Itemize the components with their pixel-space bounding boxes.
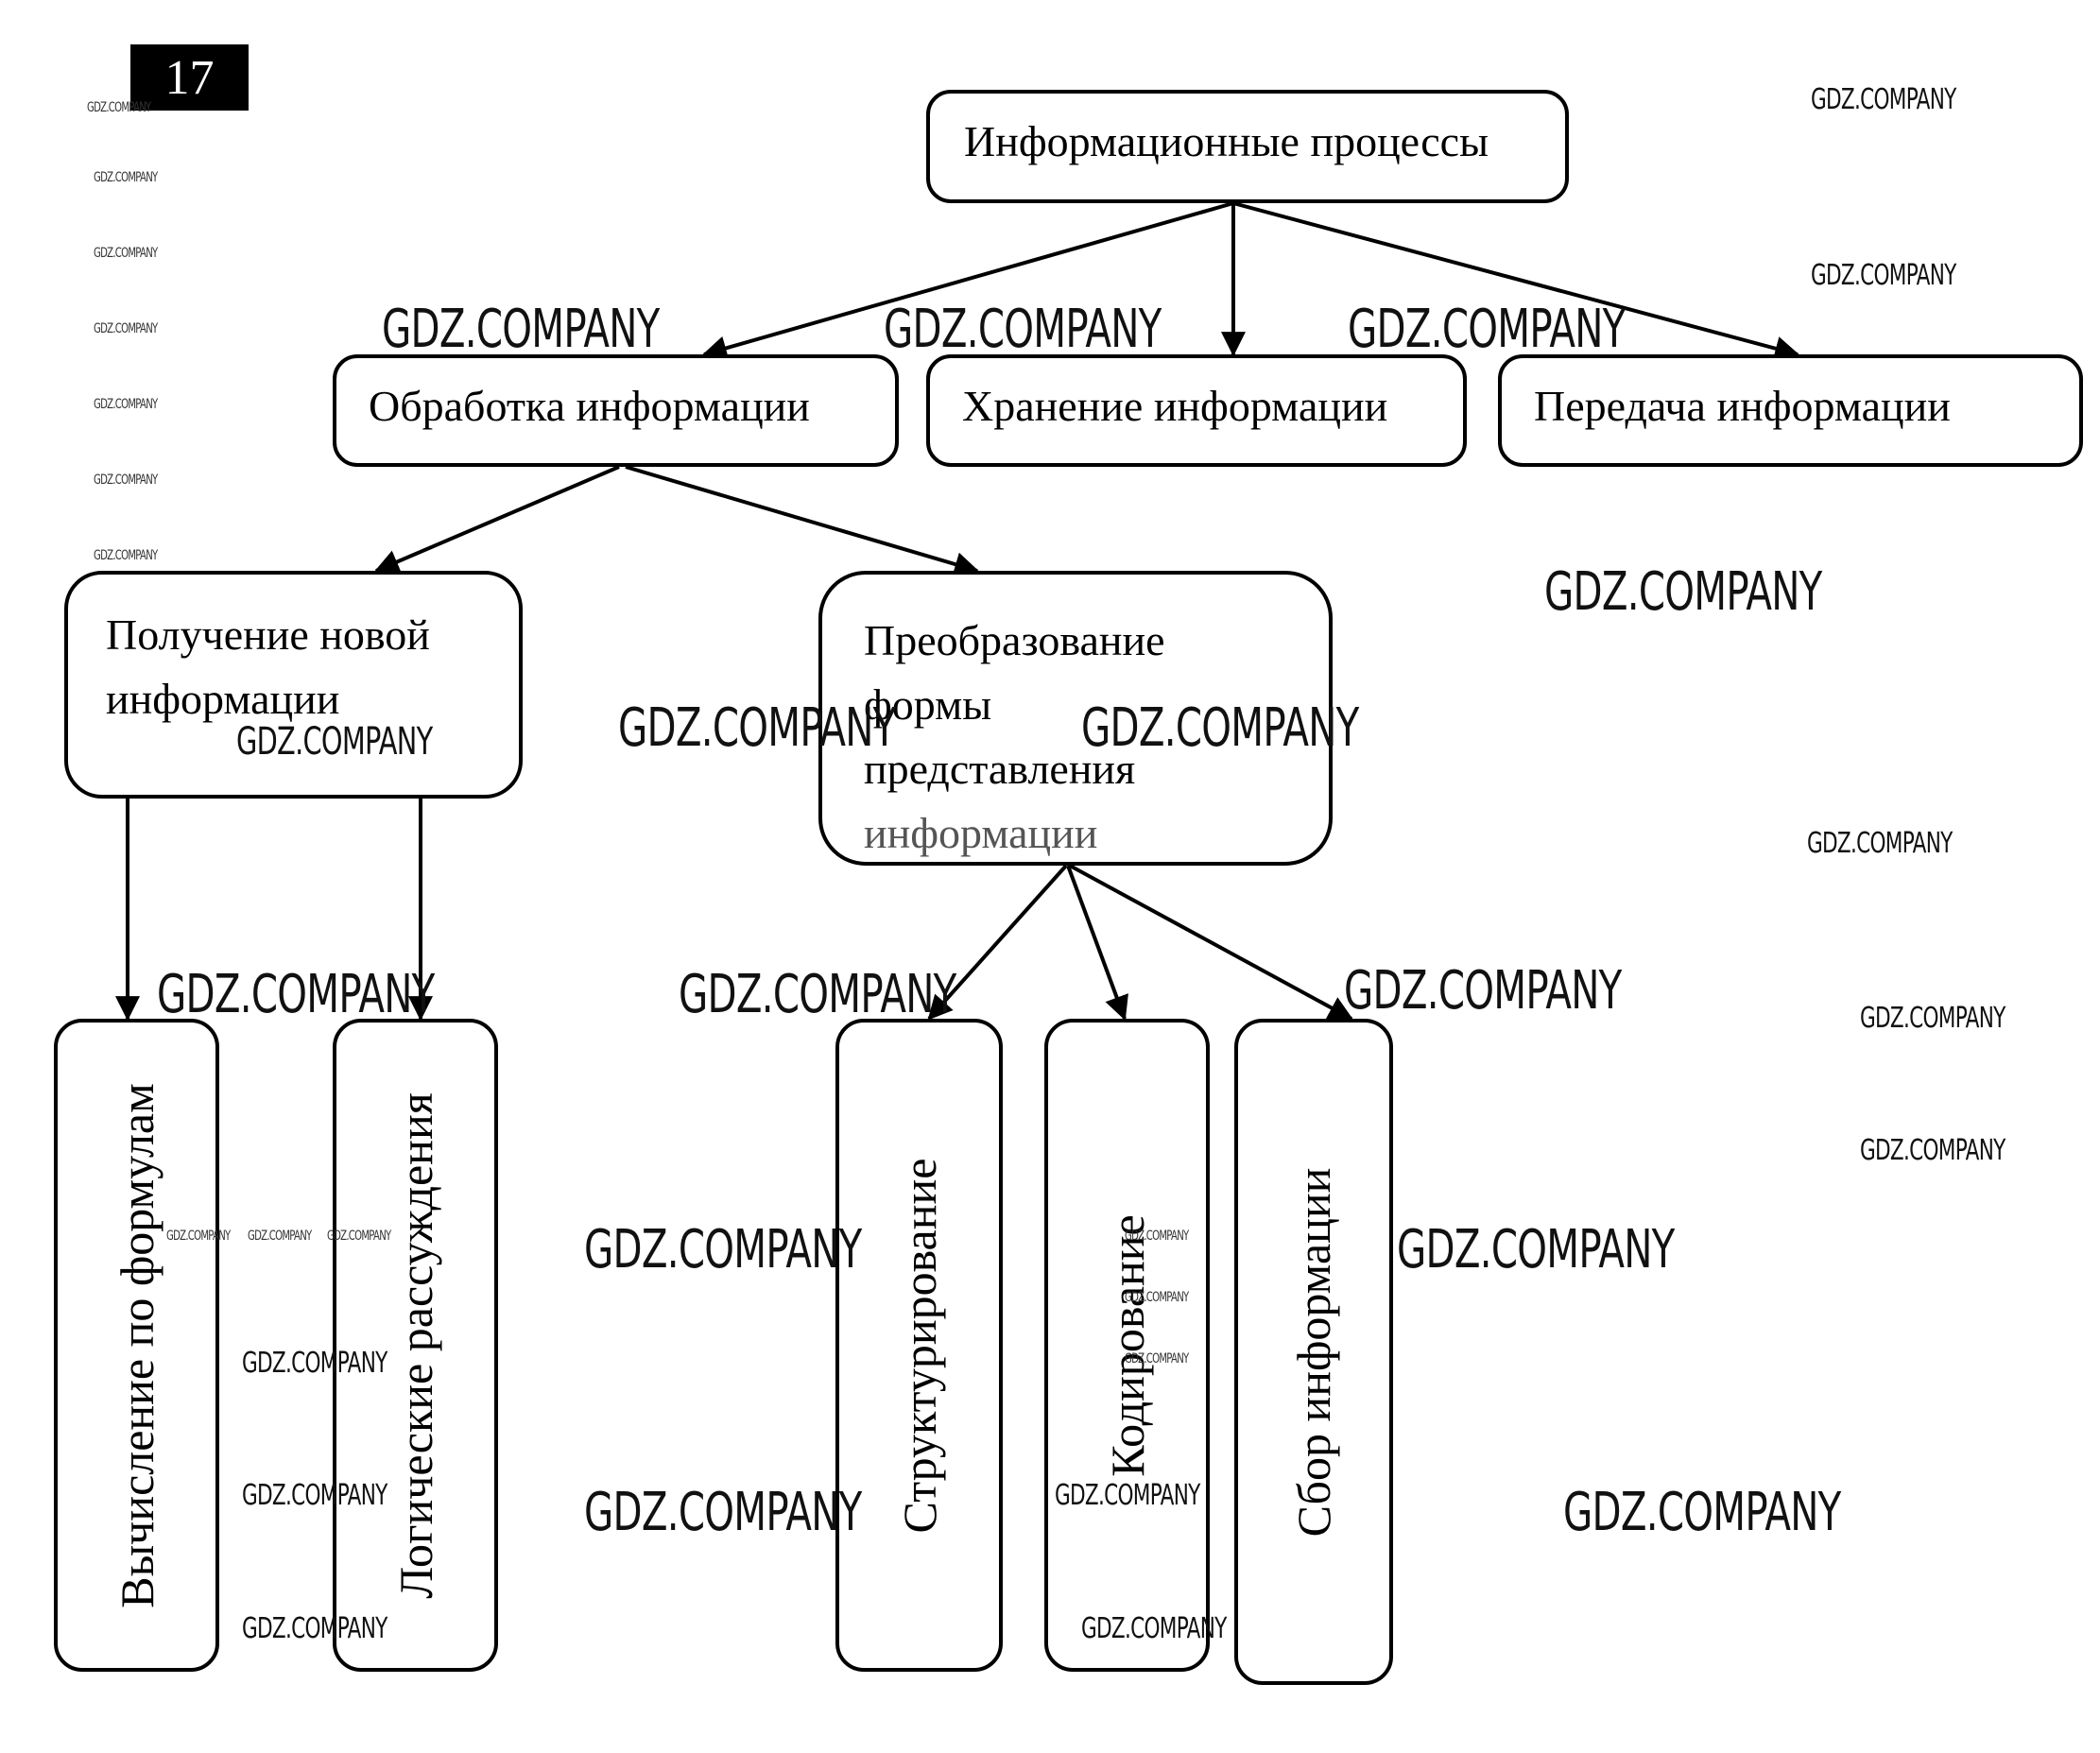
watermark: GDZ.COMPANY bbox=[166, 1229, 231, 1244]
watermark: GDZ.COMPANY bbox=[1055, 1479, 1200, 1512]
watermark: GDZ.COMPANY bbox=[1811, 259, 1956, 292]
watermark: GDZ.COMPANY bbox=[1081, 697, 1359, 759]
watermark: GDZ.COMPANY bbox=[679, 964, 956, 1025]
watermark: GDZ.COMPANY bbox=[618, 697, 896, 759]
node-label: Логические рассуждения bbox=[388, 1091, 442, 1599]
watermark: GDZ.COMPANY bbox=[242, 1347, 387, 1380]
watermark: GDZ.COMPANY bbox=[584, 1482, 862, 1543]
node-label-line-2: информации bbox=[106, 675, 340, 723]
watermark: GDZ.COMPANY bbox=[1125, 1290, 1189, 1305]
watermark: GDZ.COMPANY bbox=[884, 299, 1162, 360]
watermark: GDZ.COMPANY bbox=[327, 1229, 391, 1244]
watermark: GDZ.COMPANY bbox=[1125, 1351, 1189, 1366]
node-label-line-3: представления bbox=[864, 745, 1136, 793]
page-number-badge: 17 bbox=[130, 44, 249, 111]
watermark: GDZ.COMPANY bbox=[236, 720, 433, 764]
watermark: GDZ.COMPANY bbox=[1860, 1002, 2005, 1035]
node-label: Передача информации bbox=[1534, 382, 1951, 430]
watermark: GDZ.COMPANY bbox=[1811, 83, 1956, 116]
node-label-line-2: формы bbox=[864, 680, 992, 729]
watermark: GDZ.COMPANY bbox=[248, 1229, 312, 1244]
node-label-line-1: Преобразование bbox=[864, 616, 1165, 664]
node-label: Вычисление по формулам bbox=[110, 1082, 164, 1608]
node-storage: Хранение информации bbox=[926, 354, 1467, 467]
node-label: Обработка информации bbox=[369, 382, 810, 430]
watermark: GDZ.COMPANY bbox=[1397, 1219, 1675, 1280]
node-label: Кодирование bbox=[1100, 1213, 1154, 1477]
watermark: GDZ.COMPANY bbox=[1348, 299, 1626, 360]
edge-root-processing bbox=[701, 201, 1234, 360]
node-processing: Обработка информации bbox=[333, 354, 899, 467]
watermark: GDZ.COMPANY bbox=[242, 1479, 387, 1512]
node-new-information: Получение новой информации bbox=[64, 571, 523, 799]
watermark: GDZ.COMPANY bbox=[94, 170, 158, 185]
edge-root-transmission bbox=[1232, 201, 1800, 361]
watermark: GDZ.COMPANY bbox=[94, 321, 158, 336]
node-label: Сбор информации bbox=[1287, 1167, 1340, 1537]
watermark: GDZ.COMPANY bbox=[584, 1219, 862, 1280]
watermark: GDZ.COMPANY bbox=[1563, 1482, 1841, 1543]
edge-form-change-collection bbox=[1069, 864, 1353, 1021]
node-form-transformation: Преобразование формы представления инфор… bbox=[818, 571, 1333, 866]
node-formula-calculation: Вычисление по формулам bbox=[54, 1019, 219, 1672]
watermark: GDZ.COMPANY bbox=[94, 246, 158, 261]
watermark: GDZ.COMPANY bbox=[87, 100, 151, 115]
watermark: GDZ.COMPANY bbox=[94, 473, 158, 488]
watermark: GDZ.COMPANY bbox=[1544, 561, 1822, 623]
node-coding: Кодирование bbox=[1044, 1019, 1210, 1672]
node-information-collection: Сбор информации bbox=[1234, 1019, 1393, 1685]
node-label-line-4: информации bbox=[864, 809, 1098, 857]
edge-processing-form-change bbox=[625, 465, 980, 576]
watermark: GDZ.COMPANY bbox=[242, 1612, 387, 1645]
node-label: Хранение информации bbox=[962, 382, 1388, 430]
watermark: GDZ.COMPANY bbox=[382, 299, 660, 360]
watermark: GDZ.COMPANY bbox=[94, 548, 158, 563]
node-transmission: Передача информации bbox=[1498, 354, 2083, 467]
watermark: GDZ.COMPANY bbox=[1860, 1134, 2005, 1167]
watermark: GDZ.COMPANY bbox=[1807, 827, 1953, 860]
watermark: GDZ.COMPANY bbox=[1125, 1229, 1189, 1244]
node-structuring: Структурирование bbox=[835, 1019, 1003, 1672]
watermark: GDZ.COMPANY bbox=[157, 964, 435, 1025]
watermark: GDZ.COMPANY bbox=[1344, 960, 1622, 1022]
node-information-processes: Информационные процессы bbox=[926, 90, 1569, 203]
node-logical-reasoning: Логические рассуждения bbox=[333, 1019, 498, 1672]
edge-processing-new-info bbox=[374, 465, 620, 574]
node-label: Структурирование bbox=[892, 1158, 946, 1533]
node-label-line-1: Получение новой bbox=[106, 610, 430, 659]
watermark: GDZ.COMPANY bbox=[1081, 1612, 1227, 1645]
watermark: GDZ.COMPANY bbox=[94, 397, 158, 412]
edge-form-change-coding bbox=[1066, 865, 1128, 1022]
edge-form-change-structuring bbox=[927, 864, 1068, 1021]
node-label: Информационные процессы bbox=[964, 117, 1489, 165]
